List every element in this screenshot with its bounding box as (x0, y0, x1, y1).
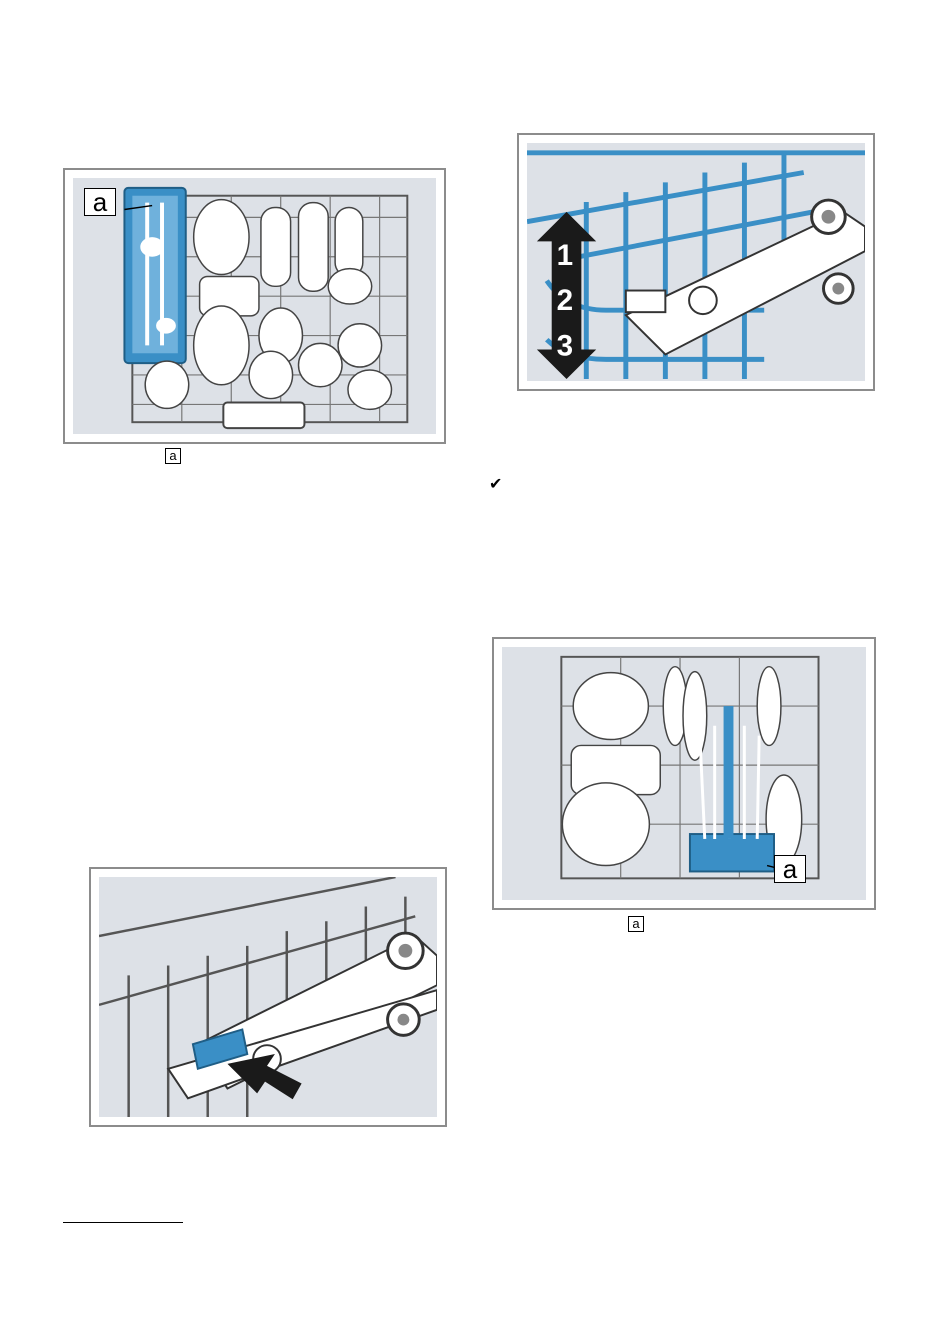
check-mark-icon: ✔ (489, 477, 502, 493)
callout-label-a: a (774, 855, 806, 883)
upper-basket-illustration (73, 178, 436, 434)
callout-label-a: a (84, 188, 116, 216)
level-label-3: 3 (557, 329, 573, 362)
level-label-1: 1 (557, 239, 573, 272)
figure-rackmatic-levels: 1 2 3 (517, 133, 875, 391)
lower-basket-illustration (502, 647, 866, 900)
rack-release-illustration (99, 877, 437, 1117)
figure-rack-release (89, 867, 447, 1127)
rackmatic-illustration: 1 2 3 (527, 143, 865, 381)
footnote-rule (63, 1222, 183, 1223)
upper-basket-ref-label: a (165, 448, 181, 464)
figure-upper-basket: a (63, 168, 446, 444)
lower-basket-ref-label: a (628, 916, 644, 932)
figure-lower-basket: a (492, 637, 876, 910)
level-label-2: 2 (557, 284, 573, 317)
